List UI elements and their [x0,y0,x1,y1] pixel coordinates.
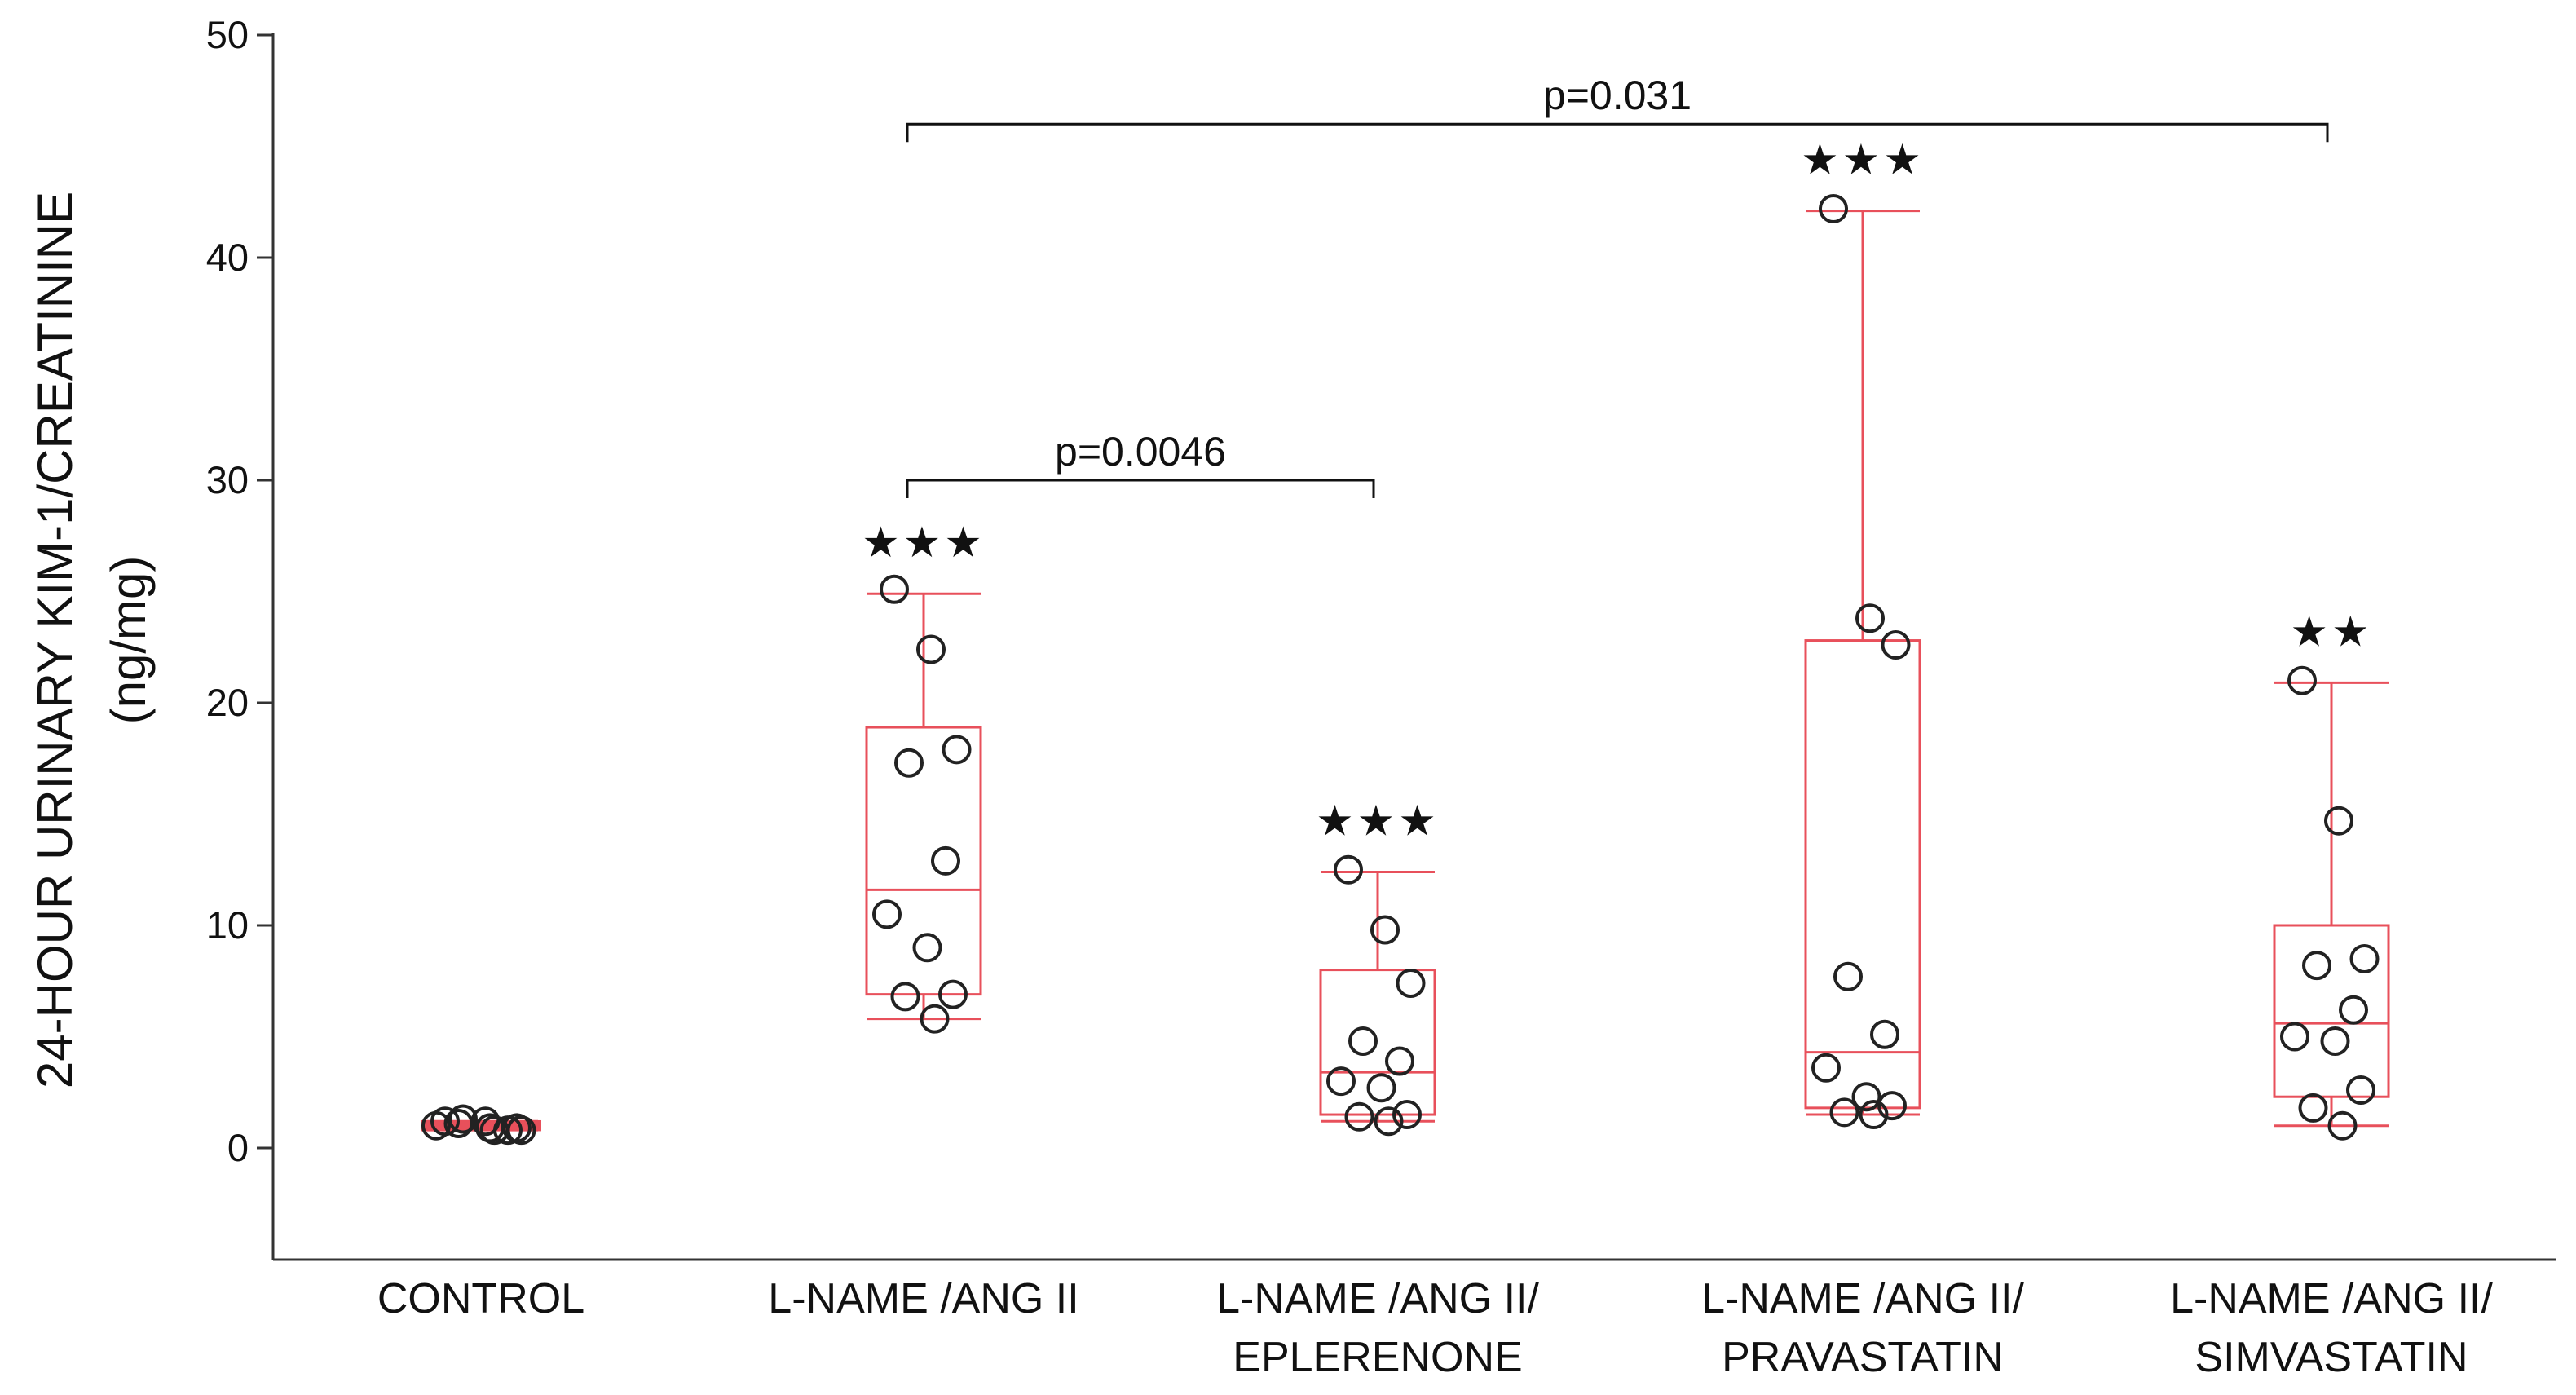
data-point [1819,193,1848,223]
category-label: L-NAME /ANG II/ [1701,1275,2024,1322]
data-point [872,899,902,929]
significance-stars: ★★ [2290,608,2372,656]
data-point [931,845,960,876]
data-point [912,933,942,963]
box-4 [1804,210,1921,1116]
y-tick-label: 50 [206,13,249,56]
data-point [890,982,920,1012]
data-point [2298,1093,2328,1123]
data-point [1366,1073,1396,1103]
category-label: EPLERENONE [1233,1334,1522,1381]
category-label: SIMVASTATIN [2194,1334,2468,1381]
data-point [1385,1046,1414,1076]
category-label: L-NAME /ANG II/ [2170,1275,2493,1322]
p-value-label: p=0.031 [1543,73,1692,118]
data-point [2324,806,2353,836]
y-axis: 0 10 20 30 40 50 [206,13,275,1260]
data-point [1326,1066,1356,1097]
data-point [1374,1106,1404,1137]
data-point [894,748,924,778]
box-plots [421,210,2390,1132]
data-point [942,735,972,765]
data-point [2280,1022,2309,1052]
category-label: L-NAME /ANG II [768,1275,1078,1322]
box-5 [2273,681,2390,1128]
box-3 [1319,870,1436,1123]
data-point [1370,915,1400,945]
box-iqr [865,726,982,996]
data-point [2349,943,2380,973]
box-iqr [1804,639,1921,1110]
data-point [1859,1100,1889,1130]
data-point [2327,1110,2358,1141]
y-tick-label: 10 [206,903,249,947]
data-point [448,1104,478,1134]
data-point [1833,961,1863,991]
y-axis-title: 24-HOUR URINARY KIM-1/CREATININE (ng/mg) [28,192,156,1088]
significance-stars: ★★★ [1316,797,1440,845]
significance-stars: ★★★ [862,519,986,567]
y-axis-title-line2: (ng/mg) [101,556,156,725]
data-point [1881,630,1911,660]
data-point [2320,1026,2350,1056]
comparison-bracket-1: p=0.0046 [906,429,1375,498]
data-point [2346,1075,2375,1106]
y-tick-label: 20 [206,681,249,724]
data-point [421,1110,451,1141]
data-point [2287,665,2317,695]
y-tick-label: 0 [227,1126,249,1169]
p-value-label: p=0.0046 [1055,429,1226,475]
data-point [502,1113,532,1143]
data-point [1851,1082,1881,1112]
y-tick-label: 30 [206,458,249,501]
data-point [1829,1097,1859,1128]
comparison-bracket-2: p=0.031 [906,73,2329,143]
y-tick-label: 40 [206,236,249,279]
data-point [920,1004,950,1034]
data-point [1348,1026,1378,1056]
box-iqr [2273,924,2390,1098]
data-point [443,1108,474,1138]
y-axis-title-line1: 24-HOUR URINARY KIM-1/CREATININE [28,192,82,1088]
data-point [1344,1101,1374,1132]
data-point [479,1115,509,1146]
data-point [1877,1091,1907,1121]
data-point [1392,1100,1422,1130]
data-point [1334,854,1363,885]
data-point [916,634,946,664]
data-point [1870,1019,1899,1049]
category-label: L-NAME /ANG II/ [1216,1275,1539,1322]
data-point [938,979,968,1009]
x-axis: CONTROL L-NAME /ANG II L-NAME /ANG II/EPLE… [273,1258,2556,1381]
data-point [2302,951,2331,981]
category-label: PRAVASTATIN [1722,1334,2004,1381]
significance-stars: ★★★ [1801,137,1925,184]
box-2 [865,592,982,1021]
data-point [1396,968,1426,998]
data-point [880,574,909,604]
bracket-line [906,479,1375,498]
category-label: CONTROL [377,1275,584,1322]
data-point [2339,995,2368,1025]
data-points [421,193,2380,1146]
data-point [1811,1053,1841,1083]
bracket-line [906,122,2329,143]
data-point [1855,603,1885,633]
